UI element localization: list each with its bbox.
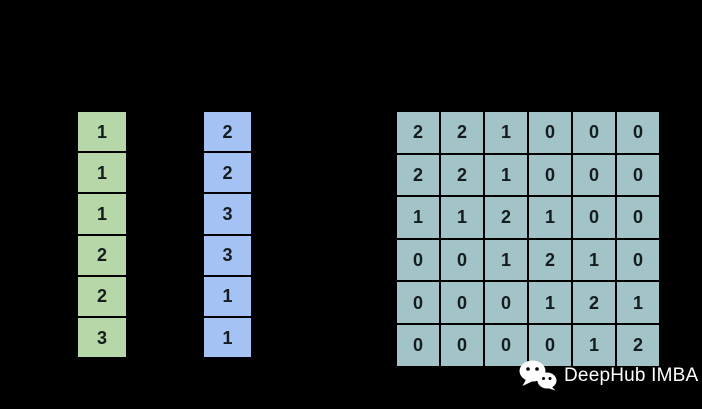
matrix-cell: 2 <box>617 324 659 366</box>
green-cell: 2 <box>78 235 126 275</box>
matrix-cell: 0 <box>573 112 615 153</box>
matrix-cell: 0 <box>573 197 615 238</box>
matrix-cell: 2 <box>397 112 439 153</box>
matrix-cell: 1 <box>485 154 527 196</box>
matrix-cell: 0 <box>441 324 483 366</box>
matrix-cell: 2 <box>441 112 483 153</box>
matrix-cell: 2 <box>441 154 483 196</box>
matrix-cell: 1 <box>529 197 571 238</box>
matrix-cell: 1 <box>485 239 527 281</box>
matrix-cell: 0 <box>529 324 571 366</box>
matrix-cell: 1 <box>529 282 571 323</box>
blue-cell: 2 <box>204 153 251 193</box>
matrix-cell: 0 <box>617 154 659 196</box>
blue-cell: 1 <box>204 276 251 316</box>
matrix-cell: 1 <box>397 197 439 238</box>
matrix-cell: 2 <box>529 239 571 281</box>
matrix-cell: 0 <box>617 112 659 153</box>
matrix-cell: 0 <box>397 239 439 281</box>
wechat-icon <box>518 360 558 391</box>
value-matrix: 2 2 1 0 0 0 2 2 1 0 0 0 1 1 2 1 0 0 0 0 … <box>397 112 659 366</box>
blue-cell: 2 <box>204 112 251 152</box>
matrix-cell: 0 <box>441 239 483 281</box>
matrix-cell: 0 <box>573 154 615 196</box>
blue-cell: 1 <box>204 317 251 358</box>
green-cell: 1 <box>78 112 126 152</box>
matrix-cell: 0 <box>485 324 527 366</box>
matrix-cell: 1 <box>617 282 659 323</box>
green-cell: 2 <box>78 276 126 316</box>
green-cell: 3 <box>78 317 126 358</box>
watermark-label: DeepHub IMBA <box>564 364 699 386</box>
matrix-cell: 0 <box>617 239 659 281</box>
green-cell: 1 <box>78 194 126 234</box>
matrix-cell: 1 <box>573 324 615 366</box>
matrix-cell: 1 <box>441 197 483 238</box>
blue-cell: 3 <box>204 235 251 275</box>
matrix-cell: 0 <box>529 154 571 196</box>
matrix-cell: 2 <box>573 282 615 323</box>
matrix-cell: 1 <box>573 239 615 281</box>
matrix-cell: 0 <box>617 197 659 238</box>
matrix-cell: 1 <box>485 112 527 153</box>
watermark: DeepHub IMBA <box>518 360 698 391</box>
matrix-cell: 0 <box>397 324 439 366</box>
blue-vector-column: 2 2 3 3 1 1 <box>204 112 251 358</box>
green-cell: 1 <box>78 153 126 193</box>
matrix-cell: 0 <box>397 282 439 323</box>
blue-cell: 3 <box>204 194 251 234</box>
matrix-cell: 0 <box>441 282 483 323</box>
matrix-cell: 2 <box>397 154 439 196</box>
green-vector-column: 1 1 1 2 2 3 <box>78 112 126 358</box>
matrix-cell: 0 <box>485 282 527 323</box>
matrix-cell: 0 <box>529 112 571 153</box>
matrix-cell: 2 <box>485 197 527 238</box>
